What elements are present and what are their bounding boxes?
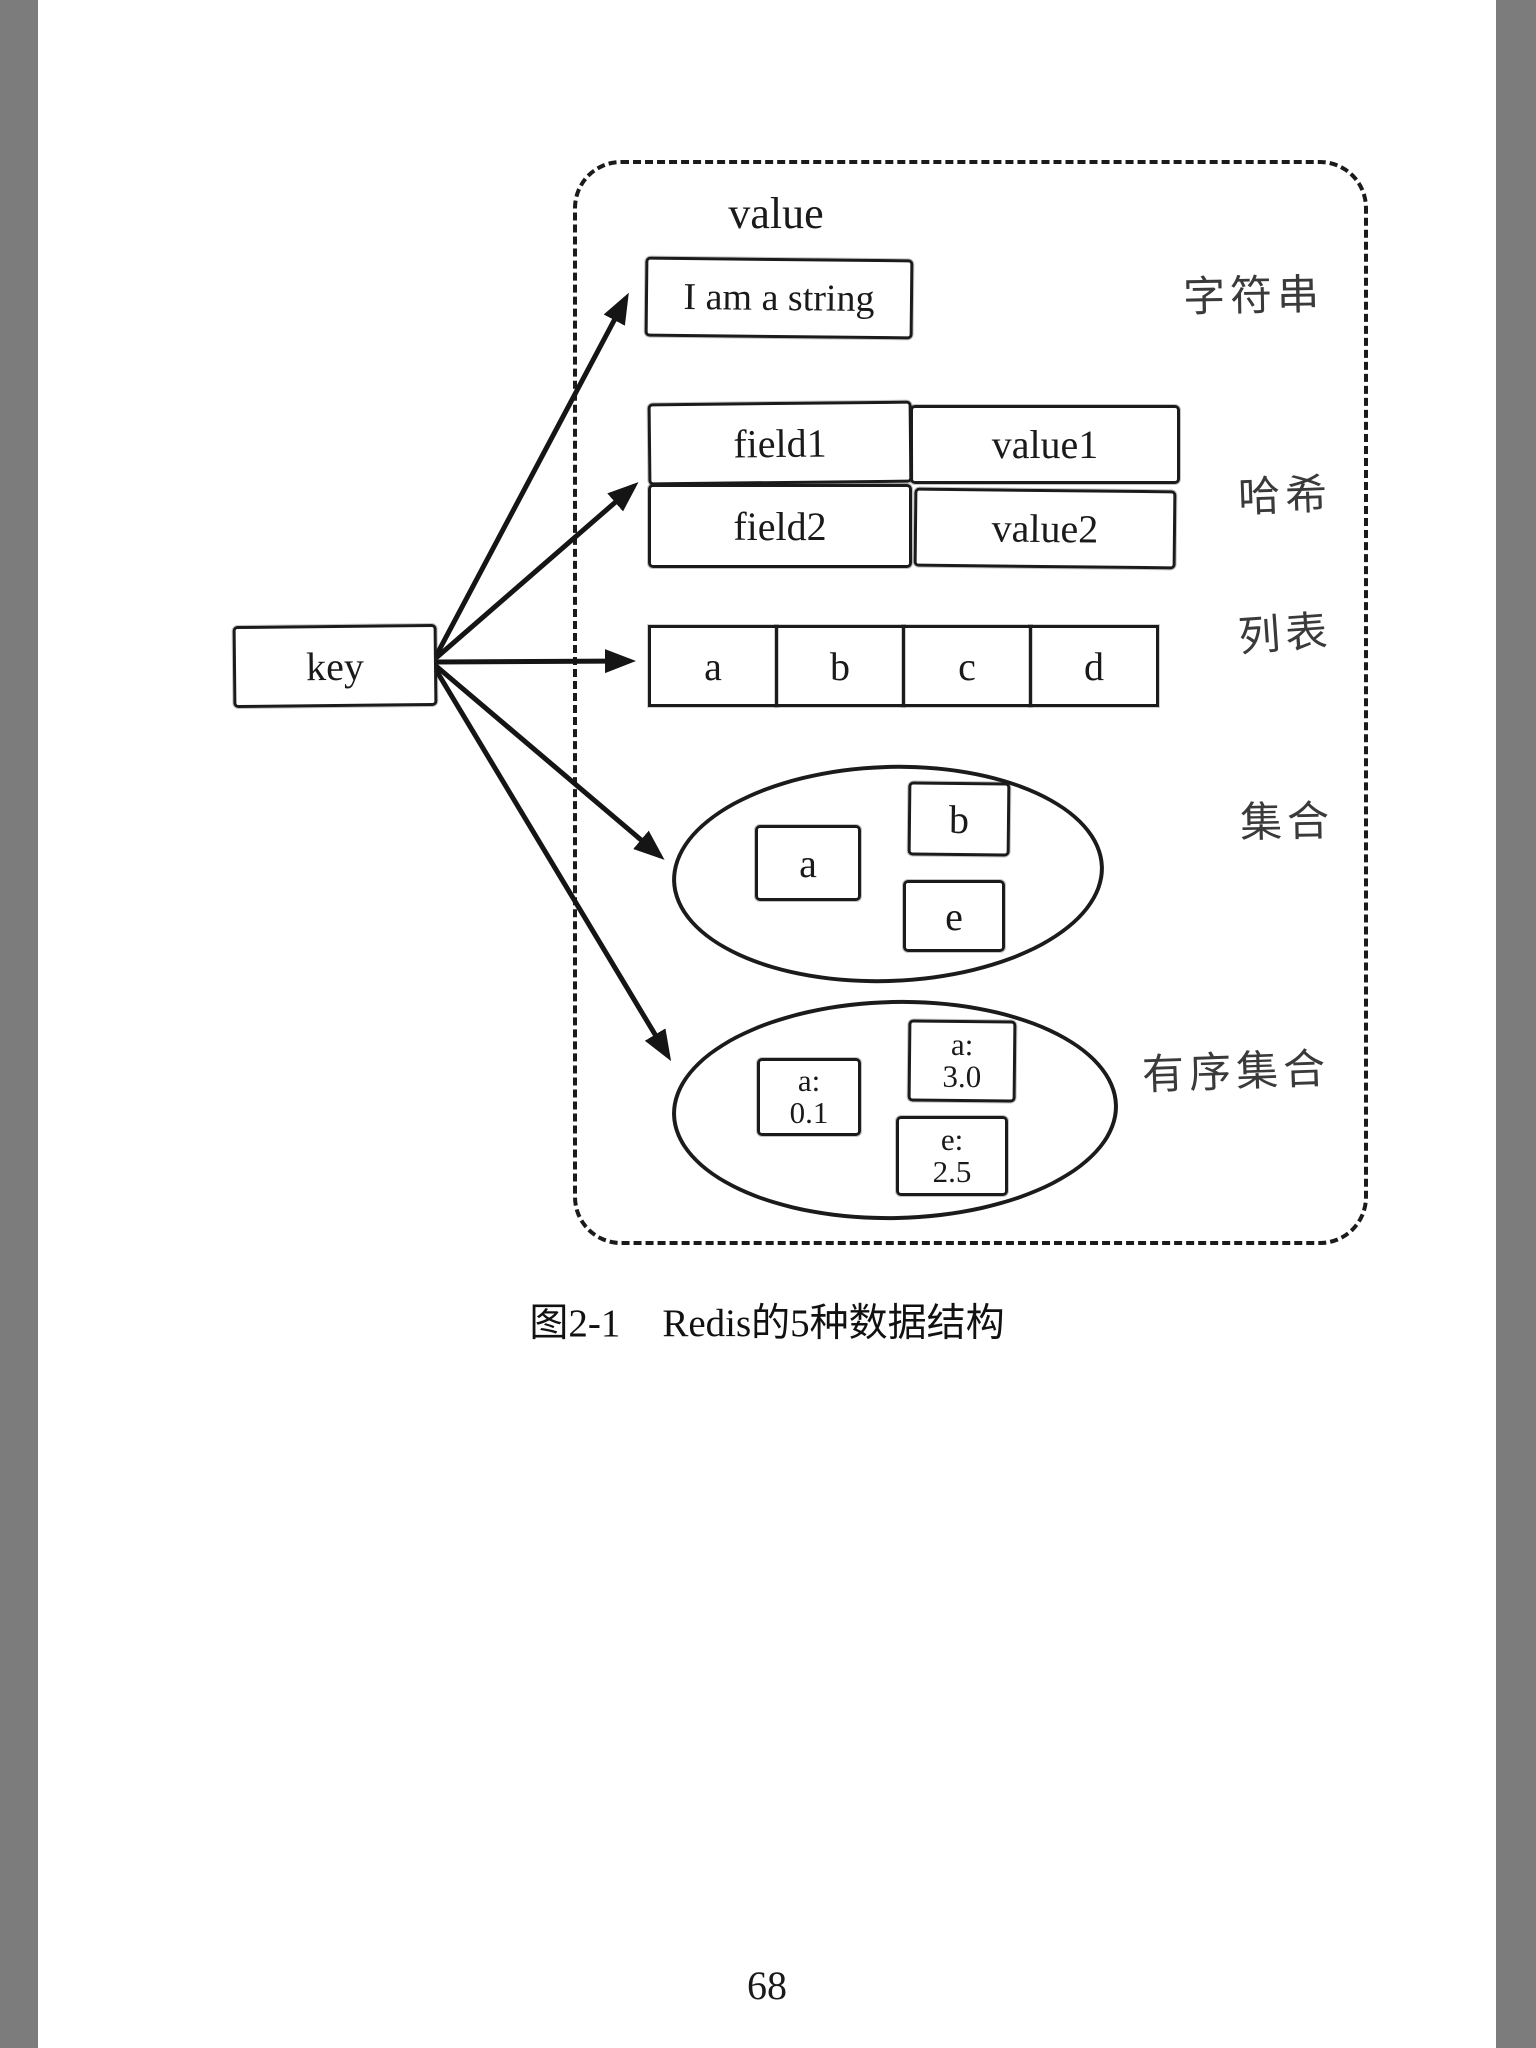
zset-member-line: a: xyxy=(950,1027,974,1063)
list-cell-1: a xyxy=(648,625,778,707)
hash-type-label: 哈希 xyxy=(1237,472,1333,522)
list-item-text: b xyxy=(830,643,850,689)
zset-member-line: e: xyxy=(940,1122,964,1158)
list-cell-4: d xyxy=(1029,625,1159,707)
zset-member-e25-box: e: 2.5 xyxy=(896,1116,1008,1196)
page-number: 68 xyxy=(747,1963,787,2008)
zset-score-line: 2.5 xyxy=(932,1154,972,1189)
list-item-text: c xyxy=(958,643,976,689)
hash-value1-text: value1 xyxy=(991,422,1099,467)
hash-value2-text: value2 xyxy=(991,505,1099,552)
left-gutter-bar xyxy=(0,0,38,2048)
key-box: key xyxy=(232,623,438,709)
figure-caption-title: Redis的5种数据结构 xyxy=(662,1302,1005,1345)
list-box: a b c d xyxy=(648,625,1159,707)
string-type-label: 字符串 xyxy=(1182,272,1325,322)
right-gutter-bar xyxy=(1496,0,1536,2048)
set-type-label: 集合 xyxy=(1239,799,1335,847)
set-member-text: b xyxy=(948,796,970,842)
list-cell-3: c xyxy=(902,625,1032,707)
list-item-text: d xyxy=(1084,643,1104,689)
set-member-e-box: e xyxy=(903,880,1005,952)
hash-value2-box: value2 xyxy=(913,487,1177,570)
hash-field1-box: field1 xyxy=(647,400,913,486)
hash-field1-text: field1 xyxy=(733,420,827,466)
key-label: key xyxy=(305,643,365,689)
string-value-box: I am a string xyxy=(644,256,914,340)
set-member-text: a xyxy=(799,840,817,886)
hash-field2-text: field2 xyxy=(733,503,827,549)
zset-type-label: 有序集合 xyxy=(1141,1046,1331,1100)
zset-score-line: 0.1 xyxy=(789,1095,829,1130)
zset-score-line: 3.0 xyxy=(942,1058,982,1095)
set-member-a-box: a xyxy=(755,825,861,901)
set-member-b-box: b xyxy=(907,781,1011,857)
list-item-text: a xyxy=(704,643,722,689)
zset-member-a30-box: a: 3.0 xyxy=(907,1019,1017,1103)
list-type-label: 列表 xyxy=(1236,608,1334,662)
figure-caption: 图2-1 Redis的5种数据结构 xyxy=(38,1292,1496,1348)
string-value-text: I am a string xyxy=(683,276,875,320)
hash-field2-box: field2 xyxy=(648,484,912,568)
zset-member-a01-box: a: 0.1 xyxy=(757,1058,861,1136)
figure-caption-number: 图2-1 xyxy=(529,1302,621,1345)
list-cell-2: b xyxy=(775,625,905,707)
value-heading: value xyxy=(728,189,824,238)
zset-member-line: a: xyxy=(797,1063,821,1099)
set-member-text: e xyxy=(945,893,963,939)
hash-value1-box: value1 xyxy=(910,405,1180,484)
